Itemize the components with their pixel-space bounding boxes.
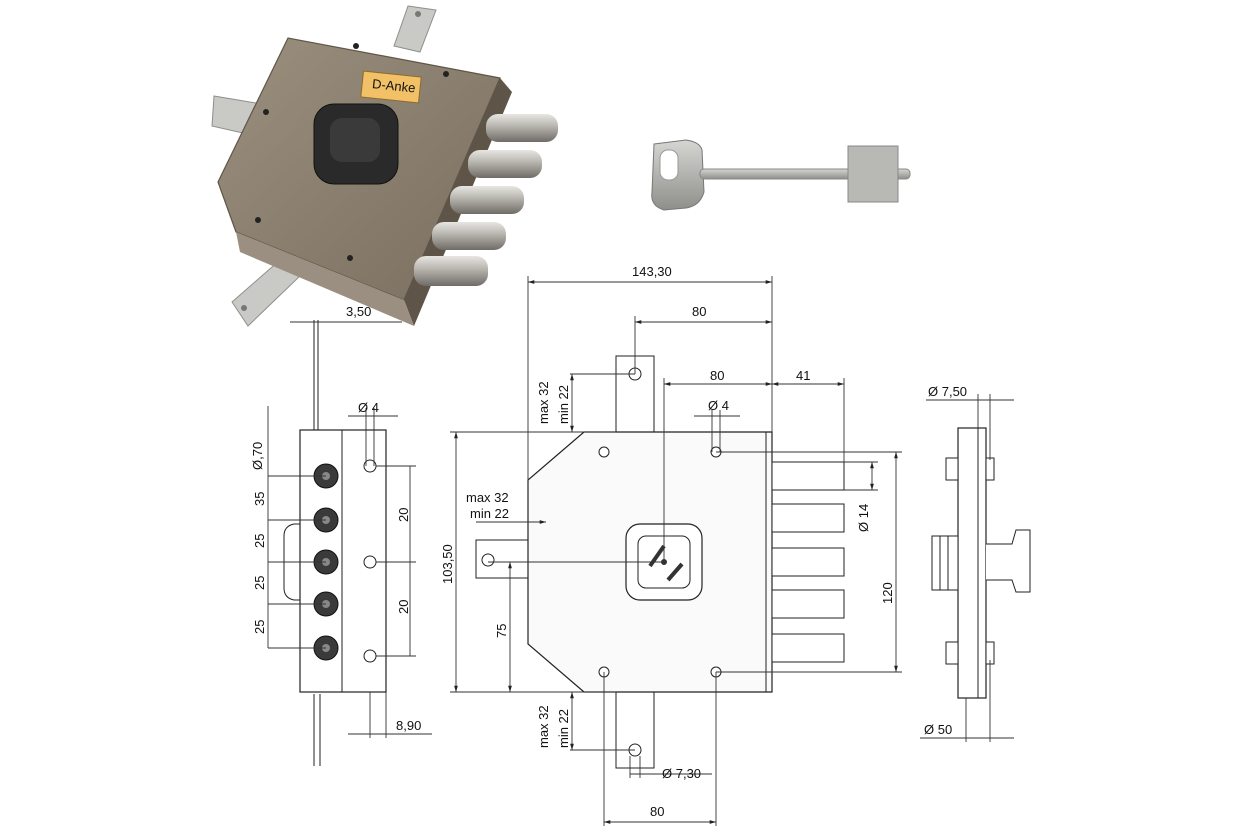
brand-label-text: D-Anke [371, 76, 416, 95]
dim-pitch-35: 35 [252, 492, 267, 506]
front-bolts [771, 461, 845, 663]
dim-bolt-dia-70: Ø,70 [250, 442, 265, 470]
dim-width-80-mid: 80 [710, 368, 724, 383]
dim-width-80-top: 80 [692, 304, 706, 319]
dim-pitch-25b: 25 [252, 576, 267, 590]
cylinder-end [931, 535, 959, 591]
dim-offset-890: 8,90 [396, 718, 421, 733]
screw-head [945, 457, 959, 481]
bolt [486, 114, 558, 142]
lock-case-bottom-edge [236, 232, 414, 326]
bolt-outline [771, 547, 845, 577]
dim-dia-750: Ø 7,50 [928, 384, 967, 399]
dim-pitch-25a: 25 [252, 534, 267, 548]
dim-dia-50: Ø 50 [924, 722, 952, 737]
key-mark [648, 544, 666, 568]
bolt [414, 256, 488, 286]
dim-height-120: 120 [880, 582, 895, 604]
screw-hole [443, 71, 449, 77]
dim-max32-top: max 32 [536, 381, 551, 424]
plate-hole [415, 11, 421, 17]
screw-hole [255, 217, 261, 223]
bolts [414, 114, 558, 286]
key-bow-hole [659, 149, 679, 181]
key-photo [651, 139, 911, 211]
key-mark [666, 562, 684, 582]
dim-hole-dia-4-side: Ø 4 [358, 400, 379, 415]
bolt-outline [771, 589, 845, 619]
side-plate [957, 427, 987, 699]
bottom-tab [615, 691, 655, 769]
front-view: 143,30 80 80 41 Ø 4 max 32 min 22 max 32… [440, 264, 902, 826]
dim-width-41: 41 [796, 368, 810, 383]
dim-pitch-20a: 20 [396, 508, 411, 522]
top-mounting-plate [393, 5, 437, 53]
screw-hole [263, 109, 269, 115]
tab-hole [481, 553, 495, 567]
screw-hole [363, 555, 377, 569]
screw-head [945, 641, 959, 665]
dim-height-75: 75 [494, 624, 509, 638]
dim-max32-bot: max 32 [536, 705, 551, 748]
bolt-outline [771, 461, 845, 491]
dim-overall-width: 143,30 [632, 264, 672, 279]
dim-height-10350: 103,50 [440, 544, 455, 584]
bolt [468, 150, 542, 178]
knob [986, 529, 1031, 593]
plate-hole [241, 305, 247, 311]
side-view: Ø,70 35 25 25 25 20 20 3,50 Ø 4 8,90 [250, 304, 432, 766]
keyhole-cylinder-inner [330, 118, 380, 162]
right-side-view: Ø 7,50 Ø 50 [920, 384, 1031, 742]
dim-min22-mid: min 22 [470, 506, 509, 521]
key-bit [847, 145, 899, 203]
bolt [432, 222, 506, 250]
bolt [450, 186, 524, 214]
lock-photo: D-Anke [211, 5, 558, 327]
dim-thickness-350: 3,50 [346, 304, 371, 319]
screw-hole [353, 43, 359, 49]
dim-bolt-dia-14: Ø 14 [856, 504, 871, 532]
dim-pitch-20b: 20 [396, 600, 411, 614]
screw-hole [347, 255, 353, 261]
dim-min22-top: min 22 [556, 385, 571, 424]
dim-width-80-bottom: 80 [650, 804, 664, 819]
dim-pitch-25c: 25 [252, 620, 267, 634]
dim-max32-mid: max 32 [466, 490, 509, 505]
screw-hole [363, 649, 377, 663]
dim-hole-dia-730: Ø 7,30 [662, 766, 701, 781]
bolt-outline [771, 503, 845, 533]
brand-label [360, 70, 422, 104]
bolt-outline [771, 633, 845, 663]
dim-hole-dia-4-front: Ø 4 [708, 398, 729, 413]
screw-hole [598, 446, 610, 458]
screw-end [985, 457, 995, 481]
dim-min22-bot: min 22 [556, 709, 571, 748]
